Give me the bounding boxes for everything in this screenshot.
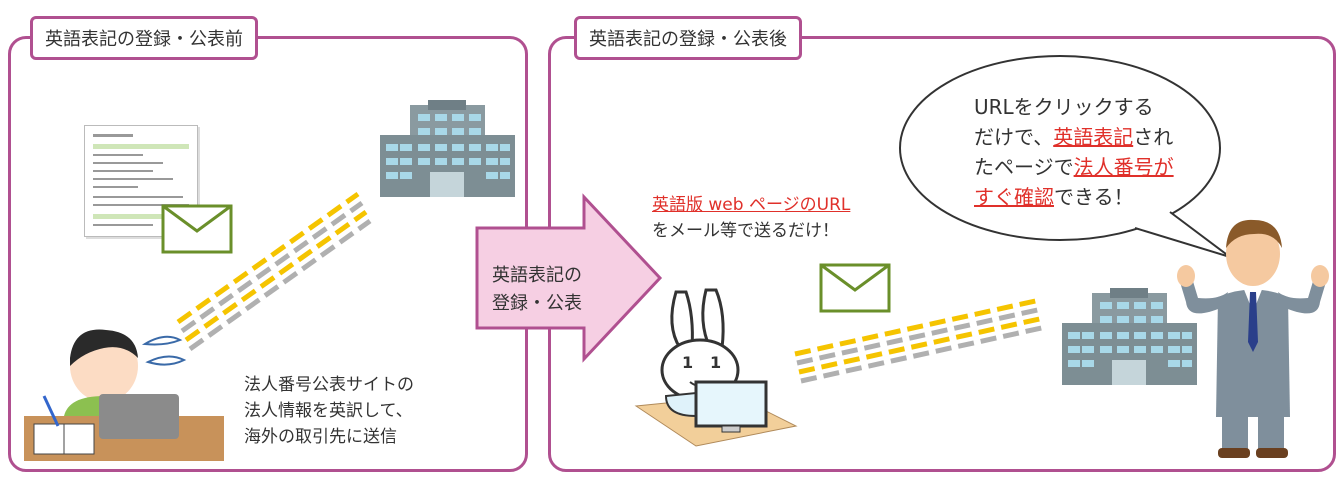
web-page-url-link: 英語版 web ページのURL (652, 195, 851, 215)
before-caption: 法人番号公表サイトの 法人情報を英訳して、 海外の取引先に送信 (244, 372, 414, 450)
arrow-label-line-2: 登録・公表 (492, 293, 582, 314)
arrow-label-line-1: 英語表記の (492, 265, 582, 286)
caption-line-3: 海外の取引先に送信 (244, 427, 397, 447)
after-panel-title: 英語表記の登録・公表後 (574, 16, 802, 60)
bubble-text: URLをクリックする だけで、英語表記され たページで法人番号が すぐ確認できる… (974, 92, 1174, 212)
bubble-line-2a: だけで、 (974, 125, 1054, 149)
caption-line-1: 法人番号公表サイトの (244, 375, 414, 395)
sweat-icon (141, 335, 187, 366)
bubble-english-notation: 英語表記 (1053, 125, 1134, 149)
svg-text:1: 1 (682, 353, 693, 372)
mascot-rabbit-icon: 1 1 (634, 288, 798, 447)
speech-bubble (899, 55, 1231, 258)
bubble-instant-check: すぐ確認 (974, 185, 1054, 209)
businessman-icon (1177, 219, 1329, 458)
worker-icon (24, 329, 224, 461)
envelope-icon (819, 263, 891, 313)
bubble-line-2c: され (1133, 125, 1174, 149)
bubble-corporate-number: 法人番号が (1073, 155, 1174, 179)
send-instruction-text: をメール等で送るだけ！ (652, 221, 839, 241)
bubble-line-1: URLをクリックする (974, 95, 1154, 119)
caption-line-2: 法人情報を英訳して、 (244, 401, 413, 421)
svg-text:1: 1 (710, 353, 721, 372)
send-instruction: 英語版 web ページのURL をメール等で送るだけ！ (652, 192, 850, 244)
office-building-icon (1062, 288, 1197, 385)
transition-arrow (475, 193, 663, 363)
envelope-icon (161, 204, 233, 254)
bubble-line-3a: たページで (974, 155, 1074, 179)
arrow-label: 英語表記の 登録・公表 (492, 262, 582, 318)
bubble-line-4b: できる！ (1054, 185, 1134, 209)
office-building-icon (380, 100, 515, 197)
before-panel-title: 英語表記の登録・公表前 (30, 16, 258, 60)
